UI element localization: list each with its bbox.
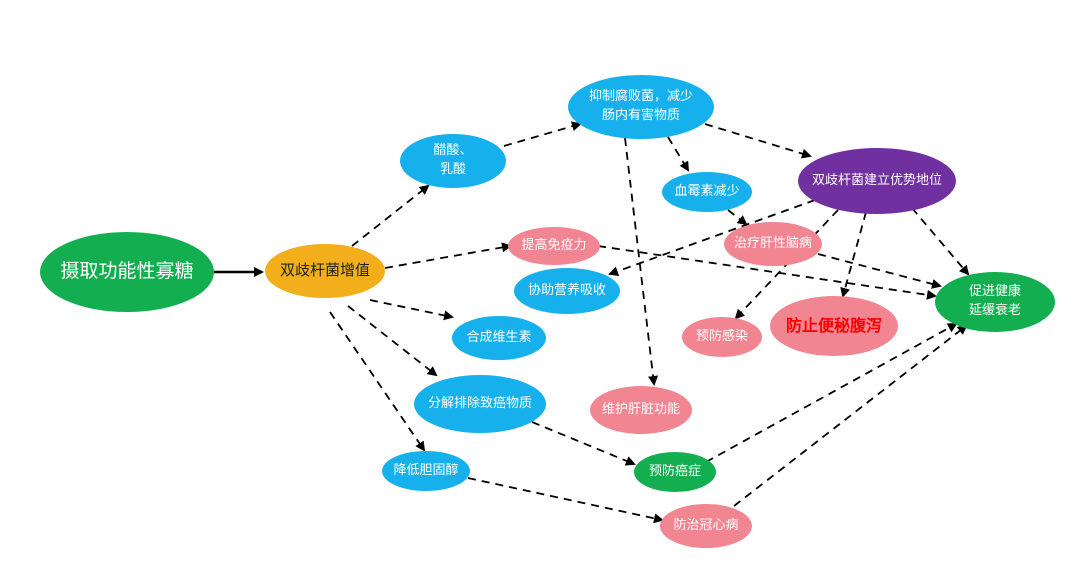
arrow-immunity-to-health [597, 245, 937, 300]
arrow-carcinogen-to-cancer [531, 421, 636, 466]
arrow-bifido-to-immunity [384, 242, 512, 269]
arrow-dominant-to-constipation [840, 211, 867, 298]
arrow-cholesterol-to-heart [467, 477, 664, 524]
node-bifido-increase: 双歧杆菌增值 [265, 244, 385, 298]
node-carcinogen: 分解排除致癌物质 [414, 375, 546, 433]
node-liver-function: 维护肝脏功能 [590, 386, 692, 434]
node-cholesterol: 降低胆固醇 [382, 451, 470, 491]
arrow-liverdisease-to-health [817, 253, 942, 289]
node-health: 促进健康 延缓衰老 [935, 272, 1055, 332]
arrow-inhibit-to-dominant [704, 123, 812, 159]
arrow-bifido-to-carcinogen [347, 305, 438, 377]
node-inhibit-decay: 抑制腐败菌，减少 肠内有害物质 [568, 75, 714, 139]
node-vitamin: 合成维生素 [452, 316, 546, 360]
arrow-dominant-to-health [911, 207, 970, 276]
node-immunity: 提高免疫力 [508, 227, 600, 265]
node-cancer: 预防癌症 [634, 452, 716, 492]
node-acetic-lactic: 醋酸、 乳酸 [400, 134, 506, 188]
arrow-toxin-to-liverdisease [727, 209, 748, 226]
node-infection: 预防感染 [682, 317, 762, 357]
node-blood-toxin: 血霉素减少 [662, 172, 752, 212]
arrow-cancer-to-health [705, 323, 958, 463]
node-bifido-dominant: 双歧杆菌建立优势地位 [798, 148, 956, 214]
arrow-acid-to-inhibit [503, 121, 582, 147]
node-constipation: 防止便秘腹泻 [770, 296, 898, 356]
arrow-inhibit-to-liverfunc [624, 137, 659, 386]
arrow-bifido-to-acid [351, 184, 430, 247]
arrow-heart-to-health [733, 324, 968, 507]
node-nutrient: 协助营养吸收 [514, 268, 620, 314]
arrow-bifido-to-cholesterol [329, 311, 426, 452]
node-intake: 摄取功能性寡糖 [40, 232, 214, 312]
node-liver-disease: 治疗肝性脑病 [724, 222, 822, 266]
node-heart: 防治冠心病 [660, 504, 752, 548]
arrow-bifido-to-vitamin [369, 299, 454, 321]
arrow-inhibit-to-toxin [667, 136, 690, 172]
